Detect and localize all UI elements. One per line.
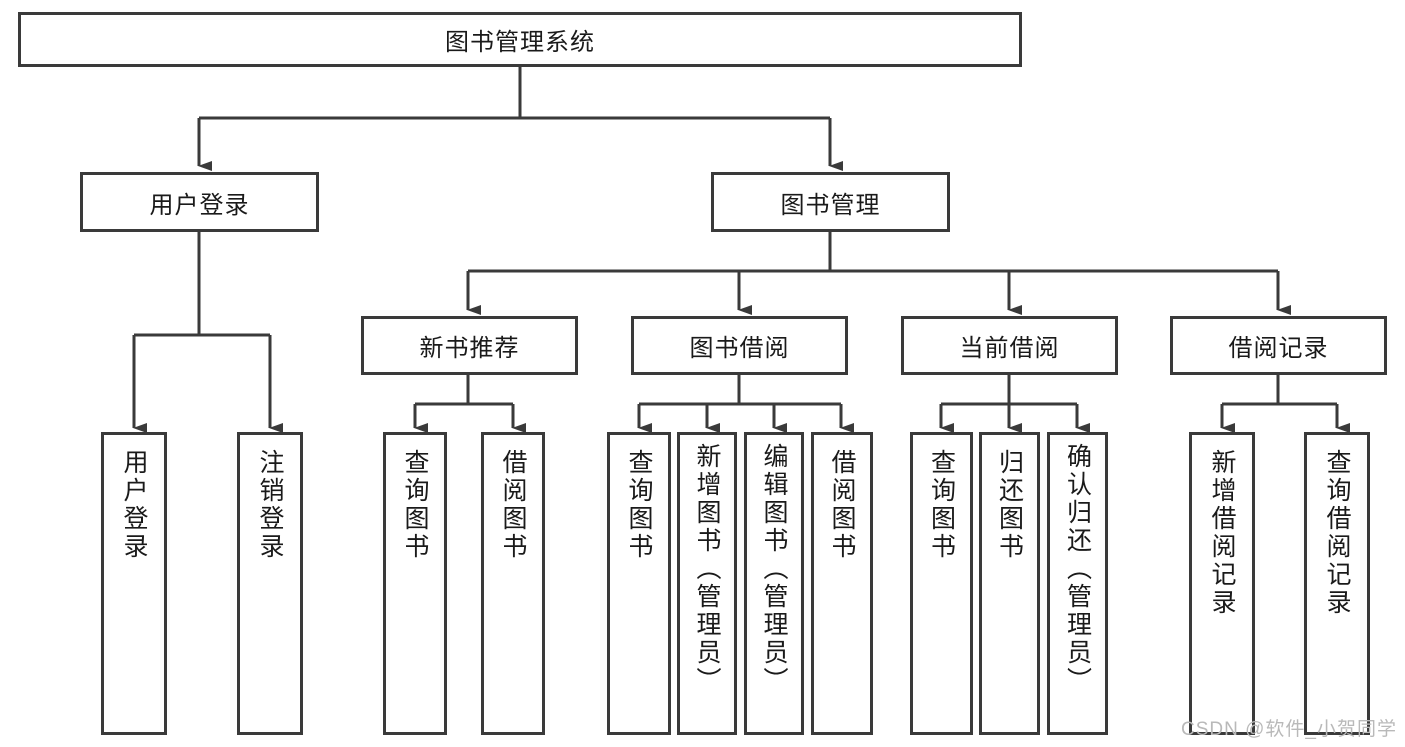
node-user-login-label: 用户登录 bbox=[149, 191, 250, 219]
node-root-label: 图书管理系统 bbox=[445, 29, 595, 56]
node-leaf-newbook-borrow-book[interactable]: 借阅图书 bbox=[481, 432, 545, 735]
connectors bbox=[132, 67, 1350, 433]
node-leaf-return-book-label: 归还图书 bbox=[995, 449, 1024, 561]
node-leaf-return-book[interactable]: 归还图书 bbox=[979, 432, 1040, 735]
node-leaf-logout[interactable]: 注销登录 bbox=[237, 432, 303, 735]
node-leaf-add-book-admin[interactable]: 新增图书（管理员） bbox=[677, 432, 737, 735]
node-leaf-user-login[interactable]: 用户登录 bbox=[101, 432, 167, 735]
node-leaf-edit-book-admin-label: 编辑图书（管理员） bbox=[760, 443, 788, 695]
node-leaf-current-query-book-label: 查询图书 bbox=[927, 449, 956, 561]
node-book-manage-label: 图书管理 bbox=[780, 191, 881, 219]
node-leaf-user-login-label: 用户登录 bbox=[120, 449, 148, 561]
node-borrow-record[interactable]: 借阅记录 bbox=[1170, 316, 1387, 375]
watermark-text: CSDN @软件_小贺同学 bbox=[1181, 719, 1397, 740]
node-leaf-add-borrow-record-label: 新增借阅记录 bbox=[1208, 449, 1236, 617]
node-leaf-newbook-query-book-label: 查询图书 bbox=[401, 449, 429, 561]
node-new-book-recommend-label: 新书推荐 bbox=[419, 335, 520, 362]
node-borrow-record-label: 借阅记录 bbox=[1228, 335, 1329, 362]
node-new-book-recommend[interactable]: 新书推荐 bbox=[361, 316, 578, 375]
node-leaf-current-query-book[interactable]: 查询图书 bbox=[910, 432, 973, 735]
node-leaf-edit-book-admin[interactable]: 编辑图书（管理员） bbox=[744, 432, 804, 735]
node-current-borrow[interactable]: 当前借阅 bbox=[901, 316, 1118, 375]
node-leaf-newbook-query-book[interactable]: 查询图书 bbox=[383, 432, 447, 735]
node-current-borrow-label: 当前借阅 bbox=[959, 335, 1060, 362]
node-book-borrow[interactable]: 图书借阅 bbox=[631, 316, 848, 375]
node-user-login[interactable]: 用户登录 bbox=[80, 172, 319, 232]
node-leaf-query-borrow-record[interactable]: 查询借阅记录 bbox=[1304, 432, 1370, 735]
node-leaf-borrow-query-book[interactable]: 查询图书 bbox=[607, 432, 671, 735]
node-leaf-borrow-query-book-label: 查询图书 bbox=[625, 449, 653, 561]
node-leaf-borrow-book-label: 借阅图书 bbox=[828, 449, 856, 561]
node-leaf-logout-label: 注销登录 bbox=[256, 449, 284, 561]
node-book-borrow-label: 图书借阅 bbox=[689, 335, 790, 362]
node-leaf-confirm-return-admin-label: 确认归还（管理员） bbox=[1063, 443, 1092, 695]
node-leaf-newbook-borrow-book-label: 借阅图书 bbox=[499, 449, 527, 561]
node-leaf-borrow-book[interactable]: 借阅图书 bbox=[811, 432, 873, 735]
node-root[interactable]: 图书管理系统 bbox=[18, 12, 1022, 67]
node-leaf-query-borrow-record-label: 查询借阅记录 bbox=[1323, 449, 1351, 617]
node-book-manage[interactable]: 图书管理 bbox=[711, 172, 950, 232]
node-leaf-add-borrow-record[interactable]: 新增借阅记录 bbox=[1189, 432, 1255, 735]
node-leaf-confirm-return-admin[interactable]: 确认归还（管理员） bbox=[1047, 432, 1108, 735]
node-leaf-add-book-admin-label: 新增图书（管理员） bbox=[693, 443, 721, 695]
